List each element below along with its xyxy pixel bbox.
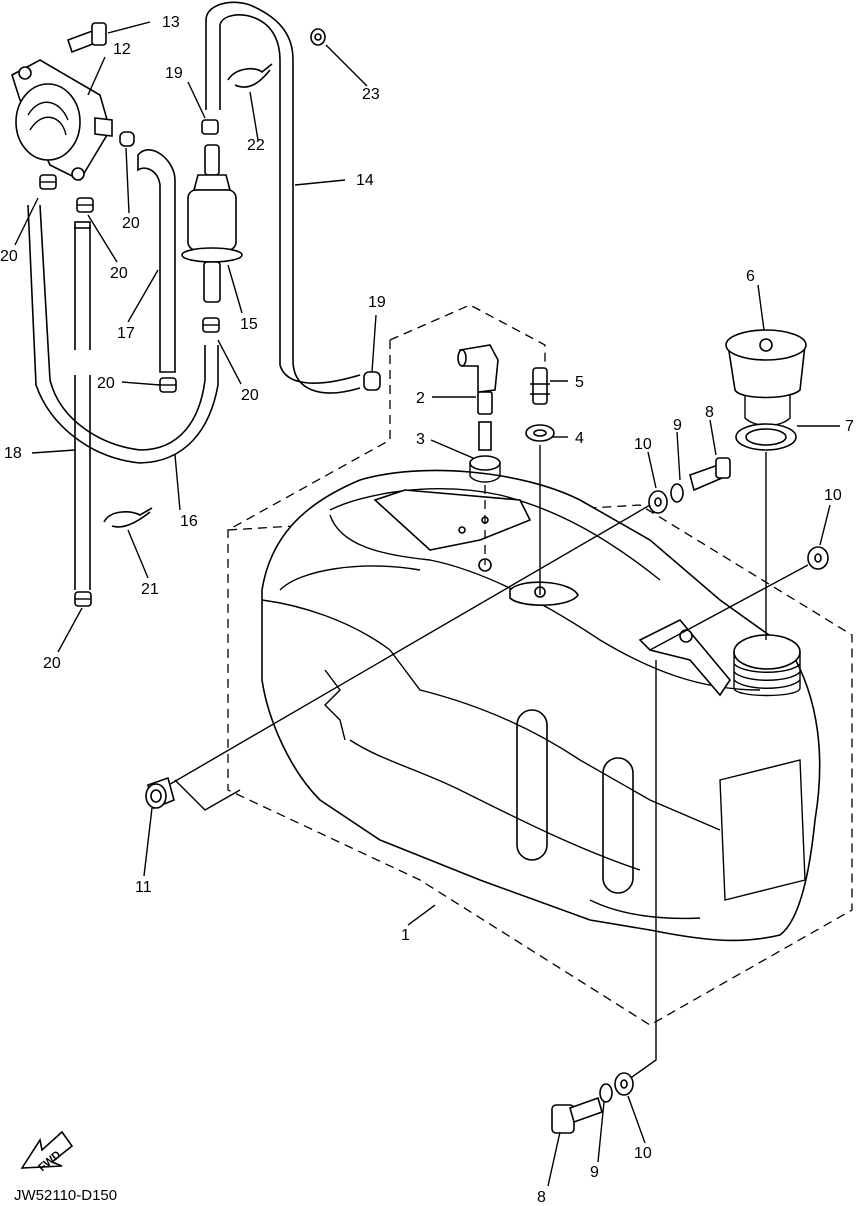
callout-20-mid: 20 [110,265,128,282]
fuel-hose-14 [205,1,361,394]
hose-clamp-20e [202,317,220,333]
callout-10-upper: 10 [634,436,652,453]
callout-10-lower: 10 [634,1145,652,1162]
bolt-lower [551,1096,603,1134]
hose-clip-22 [227,63,273,88]
callout-9-upper: 9 [673,417,682,434]
grommet-leader [174,779,241,811]
washer-upper [648,490,668,514]
callout-19-lower: 19 [368,294,386,311]
callout-labels: 1 2 3 4 5 6 7 8 8 9 9 10 10 10 11 12 13 … [0,14,854,1206]
fuel-cap [725,329,807,427]
fuel-pump [11,59,113,182]
callout-20-left: 20 [0,248,18,265]
callout-17: 17 [117,325,135,342]
fuel-hose-16 [39,204,206,451]
fitting-washer [525,424,555,442]
washer-axis-line [649,564,809,651]
hose-clamp-19b [363,371,381,391]
bolt-upper [689,457,731,492]
cap-o-ring [735,423,797,451]
callout-8-lower: 8 [537,1189,546,1206]
pickup-grommet [469,455,501,483]
callout-20-top: 20 [122,215,140,232]
hose-clamp-20d [159,377,177,393]
callout-12: 12 [113,41,131,58]
hose-clamp-19a [201,119,219,135]
callout-3: 3 [416,431,425,448]
callout-23: 23 [362,86,380,103]
vent-fitting [530,367,550,405]
callout-20-filter: 20 [241,387,259,404]
fuel-hose-17 [137,149,176,373]
pump-bolt [66,22,107,54]
hose-clamp-20f [74,591,92,607]
callout-9-lower: 9 [590,1164,599,1181]
callout-11: 11 [135,879,152,896]
leader-lines [14,21,840,1187]
callout-6: 6 [746,268,755,285]
fuel-pickup-elbow [457,344,499,451]
washer-lower [614,1072,634,1096]
callout-18: 18 [4,445,22,462]
hose-clamp-20c [119,131,135,147]
callout-8-upper: 8 [705,404,714,421]
callout-13: 13 [162,14,180,31]
callout-16: 16 [180,513,198,530]
callout-20-bottom: 20 [43,655,61,672]
callout-2: 2 [416,390,425,407]
callout-20-hose17: 20 [97,375,115,392]
callout-15: 15 [240,316,258,333]
lock-washer-lower [599,1083,613,1103]
fuel-hose-18 [74,225,91,590]
fuel-hose-16-inner [27,204,219,464]
drawing-code: JW52110-D150 [14,1187,117,1204]
callout-5: 5 [575,374,584,391]
callout-10-right: 10 [824,487,842,504]
fuel-tank [227,304,853,1026]
fuel-hose-14-inner [219,14,361,384]
fwd-arrow-icon: FWD [20,1130,74,1174]
callout-4: 4 [575,430,584,447]
washer-23 [310,28,326,46]
grommet [145,776,175,810]
hose-clamp-20a [39,174,57,190]
hose-clip-21 [103,507,153,528]
callout-19-upper: 19 [165,65,183,82]
callout-21: 21 [141,581,159,598]
callout-1: 1 [401,927,410,944]
hose-clamp-20b [76,197,94,213]
washer-right [807,546,829,570]
fuel-filter [181,144,243,303]
bolt-axis-line [159,504,651,791]
callout-7: 7 [845,418,854,435]
hose-18-end [74,221,91,229]
lock-washer-upper [670,483,684,503]
callout-22: 22 [247,137,265,154]
callout-14: 14 [356,172,374,189]
lower-bolt-axis-line [624,660,657,1083]
